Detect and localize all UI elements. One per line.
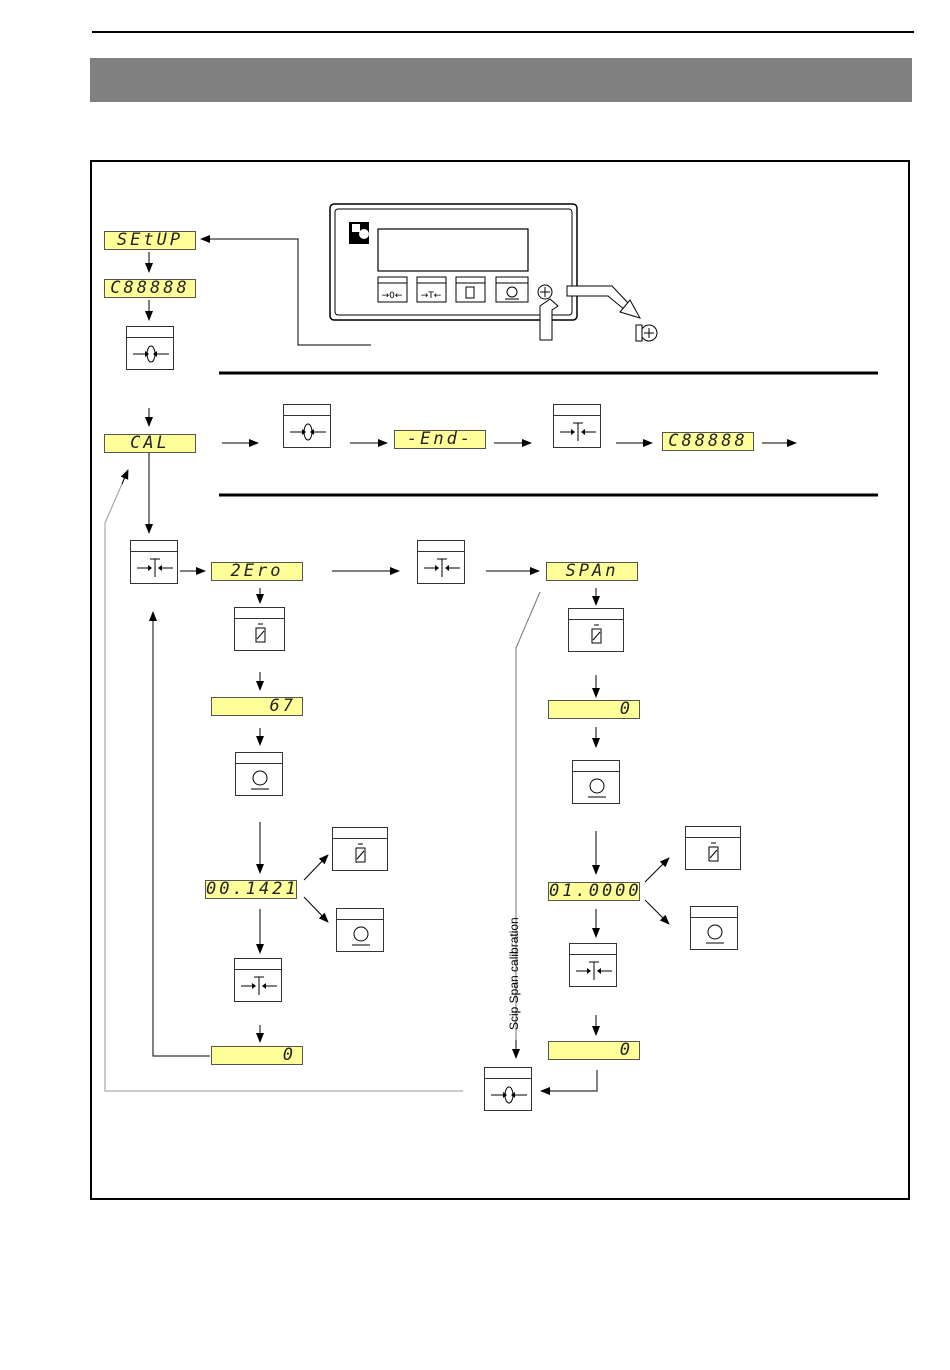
display-span: SPAn [546, 562, 638, 581]
tare-arrows-icon [418, 551, 466, 585]
instrument-front-panel: →0← →T← [330, 204, 657, 341]
weight-icon [333, 838, 389, 872]
tare-key[interactable] [417, 540, 465, 584]
weight-icon [686, 837, 742, 871]
zero-key[interactable] [484, 1067, 532, 1111]
tare-key[interactable] [130, 540, 178, 584]
display-zero-factor: 00.1421 [205, 880, 297, 899]
enter-key[interactable] [235, 752, 283, 796]
display-zero-count: 67 [211, 697, 303, 716]
display-setup: SEtUP [104, 231, 196, 250]
display-zero: 2Ero [211, 562, 303, 581]
skip-span-label: Scip Span calibration [507, 917, 521, 1030]
display-span-result: 0 [548, 1041, 640, 1060]
enter-circle-icon [573, 771, 621, 805]
enter-key[interactable] [572, 760, 620, 804]
zero-arrows-icon [284, 415, 332, 449]
weight-icon [235, 618, 286, 652]
display-cal: CAL [104, 434, 196, 453]
display-c-blank-1: C88888 [104, 279, 196, 298]
zero-key[interactable] [126, 326, 174, 370]
display-end: -End- [394, 430, 486, 449]
weight-key[interactable] [685, 826, 741, 870]
weight-key[interactable] [234, 607, 285, 651]
weight-key[interactable] [332, 827, 388, 871]
zero-arrows-icon [485, 1078, 533, 1112]
tare-arrows-icon [554, 415, 602, 449]
enter-key[interactable] [336, 908, 384, 952]
tare-key[interactable] [553, 404, 601, 448]
weight-key[interactable] [568, 608, 624, 652]
enter-key[interactable] [690, 906, 738, 950]
tare-key[interactable] [569, 943, 617, 987]
display-span-factor: 01.0000 [548, 882, 640, 901]
tare-key[interactable] [234, 958, 282, 1002]
display-zero-result: 0 [211, 1046, 303, 1065]
zero-arrows-icon [127, 337, 175, 371]
enter-circle-icon [337, 919, 385, 953]
enter-circle-icon [691, 917, 739, 951]
display-span-value: 0 [548, 700, 640, 719]
tare-arrows-icon [570, 954, 618, 988]
svg-text:→T←: →T← [421, 291, 442, 301]
display-c-blank-2: C88888 [662, 432, 754, 451]
enter-circle-icon [236, 763, 284, 797]
svg-text:→0←: →0← [382, 291, 403, 301]
weight-icon [569, 619, 625, 653]
tare-arrows-icon [131, 551, 179, 585]
tare-arrows-icon [235, 969, 283, 1003]
zero-key[interactable] [283, 404, 331, 448]
